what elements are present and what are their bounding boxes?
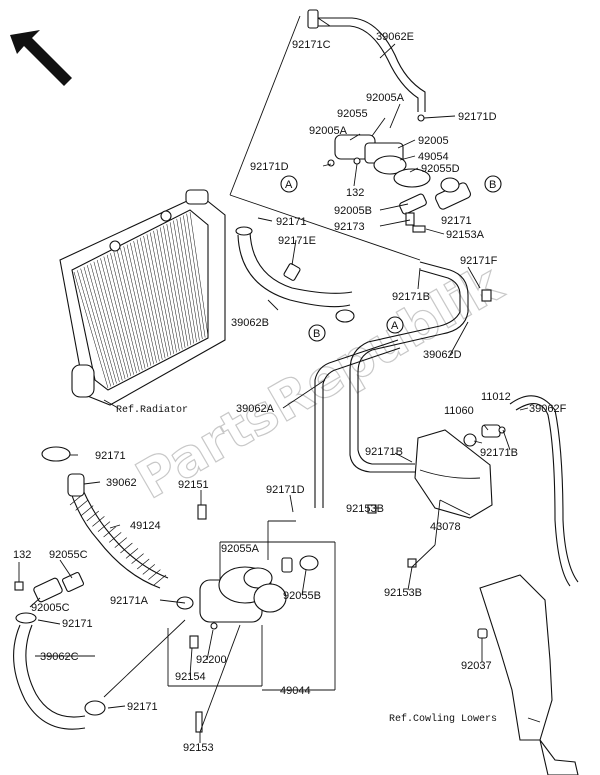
hose-39062E	[308, 17, 426, 112]
ref-radiator-label: Ref.Radiator	[116, 404, 188, 416]
callout-92055D: 92055D	[421, 163, 460, 175]
marker-b-top: B	[484, 175, 502, 193]
callout-39062B: 39062B	[231, 317, 269, 329]
callout-92055: 92055	[337, 108, 368, 120]
water-pump	[199, 555, 319, 623]
callout-39062A: 39062A	[236, 403, 275, 415]
callout-92154: 92154	[175, 671, 206, 683]
callout-49124: 49124	[130, 520, 161, 532]
marker-b-mid: B	[308, 324, 326, 342]
thermostat-housing	[334, 134, 472, 233]
callout-92171D: 92171D	[266, 484, 305, 496]
callout-11060: 11060	[444, 405, 474, 417]
cowling-bracket	[479, 574, 579, 775]
callout-92005A: 92005A	[366, 92, 405, 104]
callout-39062F: 39062F	[529, 403, 567, 415]
callout-92200: 92200	[196, 654, 227, 666]
callout-92171: 92171	[62, 618, 93, 630]
callout-92153: 92153	[183, 742, 214, 754]
callout-92005: 92005	[418, 135, 449, 147]
leader-lines	[18, 15, 541, 743]
reservoir-tank	[414, 424, 506, 519]
callout-92171D: 92171D	[250, 161, 289, 173]
hose-39062C	[13, 624, 86, 730]
radiator	[59, 189, 226, 406]
arrow-up-left-icon	[10, 30, 72, 86]
callout-39062E: 39062E	[376, 31, 414, 43]
callout-92005A: 92005A	[309, 125, 348, 137]
ref-cowling-lowers-label: Ref.Cowling Lowers	[389, 713, 497, 725]
hose-39062F	[515, 403, 571, 587]
callout-92055C: 92055C	[49, 549, 88, 561]
callout-49054: 49054	[418, 151, 449, 163]
svg-text:A: A	[285, 179, 293, 191]
marker-a-top: A	[280, 175, 298, 193]
pipe-39062A	[314, 339, 399, 508]
callout-92055B: 92055B	[283, 590, 321, 602]
pipe-39062D	[349, 269, 461, 473]
callout-92171E: 92171E	[278, 235, 316, 247]
callout-92055A: 92055A	[221, 543, 260, 555]
callout-92171F: 92171F	[460, 255, 498, 267]
callout-92171: 92171	[95, 450, 126, 462]
callout-92153B: 92153B	[346, 503, 384, 515]
callout-43078: 43078	[430, 521, 461, 533]
callout-92171B: 92171B	[365, 446, 403, 458]
callout-92171: 92171	[127, 701, 158, 713]
callout-92171C: 92171C	[292, 39, 331, 51]
hose-39062B	[237, 234, 351, 308]
callout-92153A: 92153A	[446, 229, 485, 241]
callout-92153B: 92153B	[384, 587, 422, 599]
svg-text:B: B	[313, 328, 320, 340]
svg-text:B: B	[489, 179, 496, 191]
callout-92171D: 92171D	[458, 111, 497, 123]
callout-39062C: 39062C	[40, 651, 79, 663]
callout-92005B: 92005B	[334, 205, 372, 217]
callout-92037: 92037	[461, 660, 492, 672]
callout-92005C: 92005C	[31, 602, 70, 614]
callout-39062: 39062	[106, 477, 137, 489]
callout-92151: 92151	[178, 479, 209, 491]
callout-92173: 92173	[334, 221, 365, 233]
marker-a-mid: A	[386, 316, 404, 334]
callout-132: 132	[13, 549, 31, 561]
callout-labels: 92171C 39062E 92005A 92055 92171D 92005A…	[13, 31, 567, 754]
callout-92171A: 92171A	[110, 595, 149, 607]
callout-11012: 11012	[481, 391, 511, 403]
callout-49044: 49044	[280, 685, 311, 697]
hose-49124	[69, 489, 161, 589]
callout-39062D: 39062D	[423, 349, 462, 361]
callout-92171: 92171	[441, 215, 472, 227]
svg-text:A: A	[391, 320, 399, 332]
callout-132: 132	[346, 187, 364, 199]
callout-92171: 92171	[276, 216, 307, 228]
callout-92171B: 92171B	[392, 291, 430, 303]
callout-92171B: 92171B	[480, 447, 518, 459]
